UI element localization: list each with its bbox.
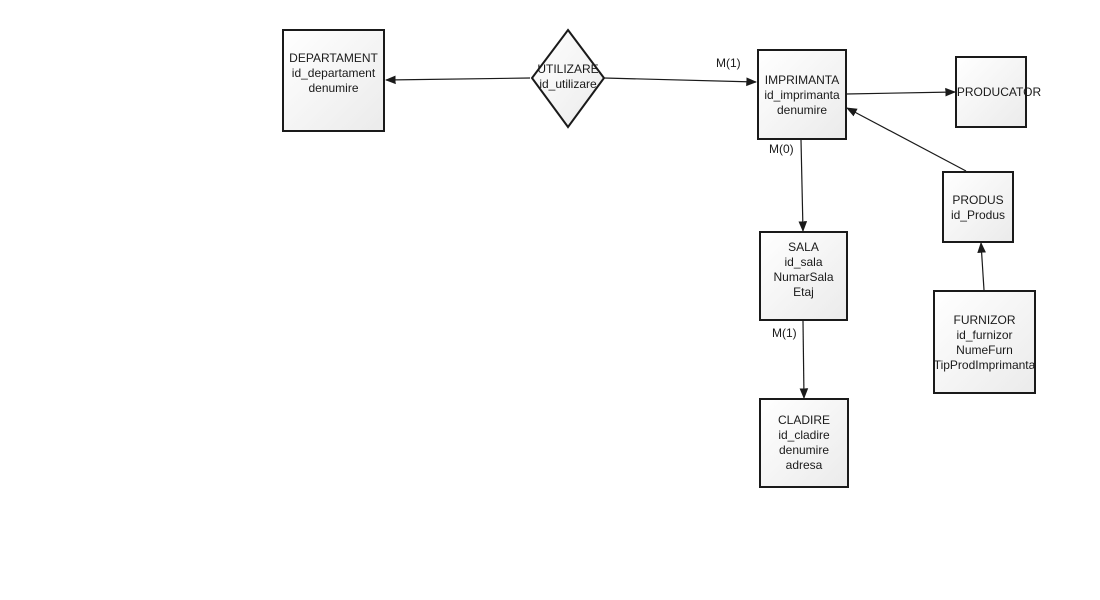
entity-attribute: denumire bbox=[776, 103, 828, 117]
connector-imprimanta-producator[interactable] bbox=[845, 87, 957, 97]
entity-attribute: adresa bbox=[785, 458, 823, 472]
entity-producator[interactable]: PRODUCATOR bbox=[955, 56, 1041, 128]
connector-imprimanta-sala[interactable] bbox=[798, 139, 808, 233]
relationship-attribute: id_utilizare bbox=[539, 77, 597, 91]
multiplicity-sala-cladire: M(1) bbox=[772, 326, 797, 340]
relationship-utilizare-label: UTILIZARE id_utilizare bbox=[528, 62, 608, 92]
entity-attribute: id_Produs bbox=[950, 208, 1006, 222]
entity-attribute: id_cladire bbox=[778, 428, 830, 442]
entity-attribute: NumarSala bbox=[773, 270, 834, 284]
entity-attribute: id_departament bbox=[291, 66, 376, 80]
entity-furnizor[interactable]: FURNIZOR id_furnizor NumeFurn TipProdImp… bbox=[933, 290, 1036, 394]
multiplicity-imprimanta-sala: M(0) bbox=[769, 142, 794, 156]
connector-produs-imprimanta[interactable] bbox=[846, 107, 967, 172]
relationship-title: UTILIZARE bbox=[537, 62, 599, 76]
entity-title: FURNIZOR bbox=[953, 313, 1016, 327]
connector-utilizare-departament[interactable] bbox=[384, 75, 531, 85]
entity-attribute: denumire bbox=[308, 81, 359, 95]
entity-title: IMPRIMANTA bbox=[764, 73, 840, 87]
entity-attribute: TipProdImprimanta bbox=[933, 358, 1036, 372]
connector-furnizor-produs[interactable] bbox=[977, 241, 986, 291]
relationship-utilizare-diamond[interactable] bbox=[530, 28, 606, 129]
entity-title: DEPARTAMENT bbox=[289, 51, 378, 65]
entity-attribute: NumeFurn bbox=[956, 343, 1013, 357]
entity-title: CLADIRE bbox=[777, 413, 830, 427]
connector-utilizare-imprimanta[interactable] bbox=[603, 77, 758, 87]
entity-attribute: id_imprimanta bbox=[764, 88, 840, 102]
multiplicity-utilizare-imprimanta: M(1) bbox=[716, 56, 741, 70]
entity-attribute: id_furnizor bbox=[956, 328, 1013, 342]
entity-imprimanta[interactable]: IMPRIMANTA id_imprimanta denumire bbox=[757, 49, 847, 140]
entity-title: PRODUS bbox=[952, 193, 1004, 207]
entity-title: PRODUCATOR bbox=[956, 84, 1042, 99]
entity-title: SALA bbox=[788, 240, 819, 254]
entity-attribute: id_sala bbox=[784, 255, 823, 269]
entity-attribute: denumire bbox=[778, 443, 830, 457]
entity-cladire[interactable]: CLADIRE id_cladire denumire adresa bbox=[759, 398, 849, 488]
connector-sala-cladire[interactable] bbox=[799, 320, 809, 400]
entity-produs[interactable]: PRODUS id_Produs bbox=[942, 171, 1014, 243]
entity-attribute: Etaj bbox=[793, 285, 814, 299]
entity-departament[interactable]: DEPARTAMENT id_departament denumire bbox=[282, 29, 385, 132]
entity-sala[interactable]: SALA id_sala NumarSala Etaj bbox=[759, 231, 848, 321]
